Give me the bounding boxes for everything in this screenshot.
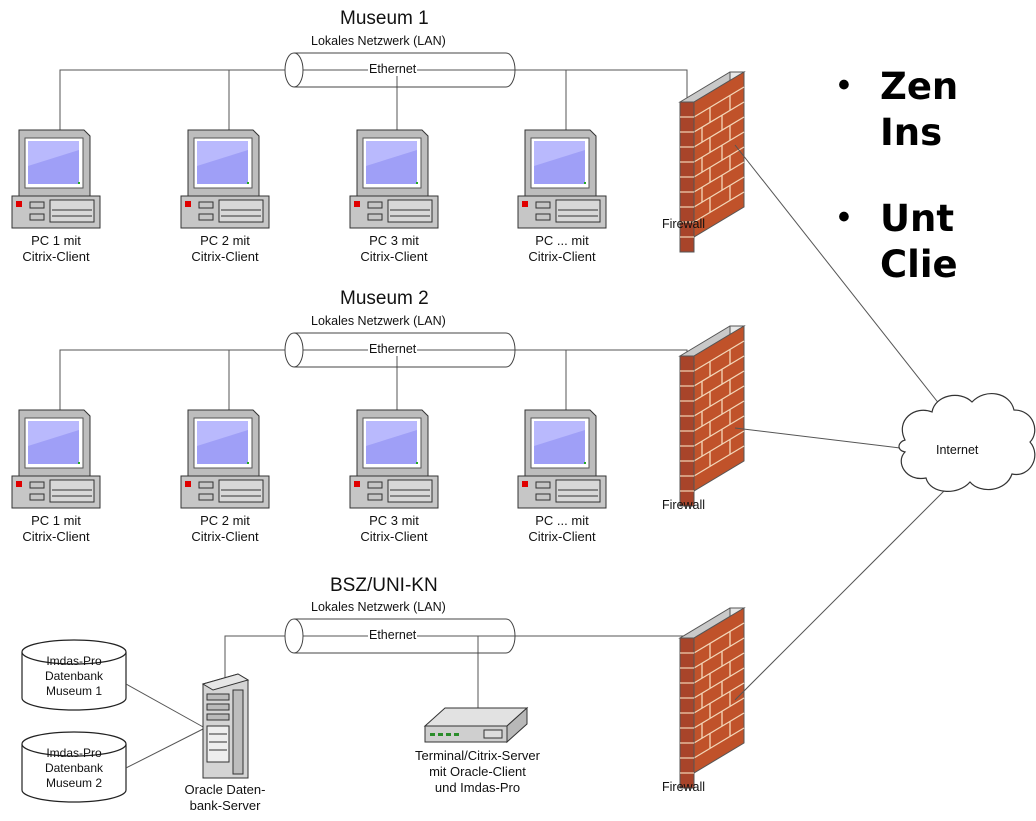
internet-links [734, 144, 946, 701]
pc-icon [180, 409, 270, 509]
lan-bus-line [59, 349, 688, 413]
ethernet-label: Ethernet [368, 62, 418, 76]
ethernet-label: Ethernet [368, 628, 418, 642]
pc-icon [517, 409, 607, 509]
firewall-label: Firewall [662, 498, 706, 512]
lan-label: Lokales Netzwerk (LAN) [311, 600, 446, 614]
pc-icon [517, 129, 607, 229]
server-tower-icon [201, 673, 250, 779]
bullet-dot: • [838, 198, 850, 236]
db-server-label: Oracle Daten-bank-Server [184, 782, 266, 813]
ethernet-cable [284, 618, 516, 654]
pc-icon [180, 129, 270, 229]
internet-label: Internet [936, 443, 979, 457]
db-link-line [125, 727, 206, 769]
lan-bus-line [59, 69, 688, 133]
pc-icon [349, 409, 439, 509]
firewall-icon [679, 325, 745, 507]
pc-icon [349, 129, 439, 229]
network-title: BSZ/UNI-KN [330, 575, 438, 596]
ethernet-cable [284, 332, 516, 368]
pc-icon [11, 129, 101, 229]
bullet-dot: • [838, 66, 850, 104]
wan-link-line [734, 489, 946, 701]
firewall-icon [679, 607, 745, 789]
firewall-label: Firewall [662, 217, 706, 231]
cloud-icon [898, 393, 1036, 492]
network-title: Museum 2 [340, 288, 429, 309]
pc-icon [11, 409, 101, 509]
museum-1-network [11, 52, 745, 253]
lan-label: Lokales Netzwerk (LAN) [311, 314, 446, 328]
lan-label: Lokales Netzwerk (LAN) [311, 34, 446, 48]
firewall-label: Firewall [662, 780, 706, 794]
db-link-line [125, 683, 206, 729]
terminal-server-icon [423, 706, 529, 744]
wan-link-line [734, 427, 901, 449]
wan-link-line [734, 144, 941, 406]
ethernet-cable [284, 52, 516, 88]
bsz-network [21, 607, 745, 803]
ethernet-label: Ethernet [368, 342, 418, 356]
network-title: Museum 1 [340, 8, 429, 29]
